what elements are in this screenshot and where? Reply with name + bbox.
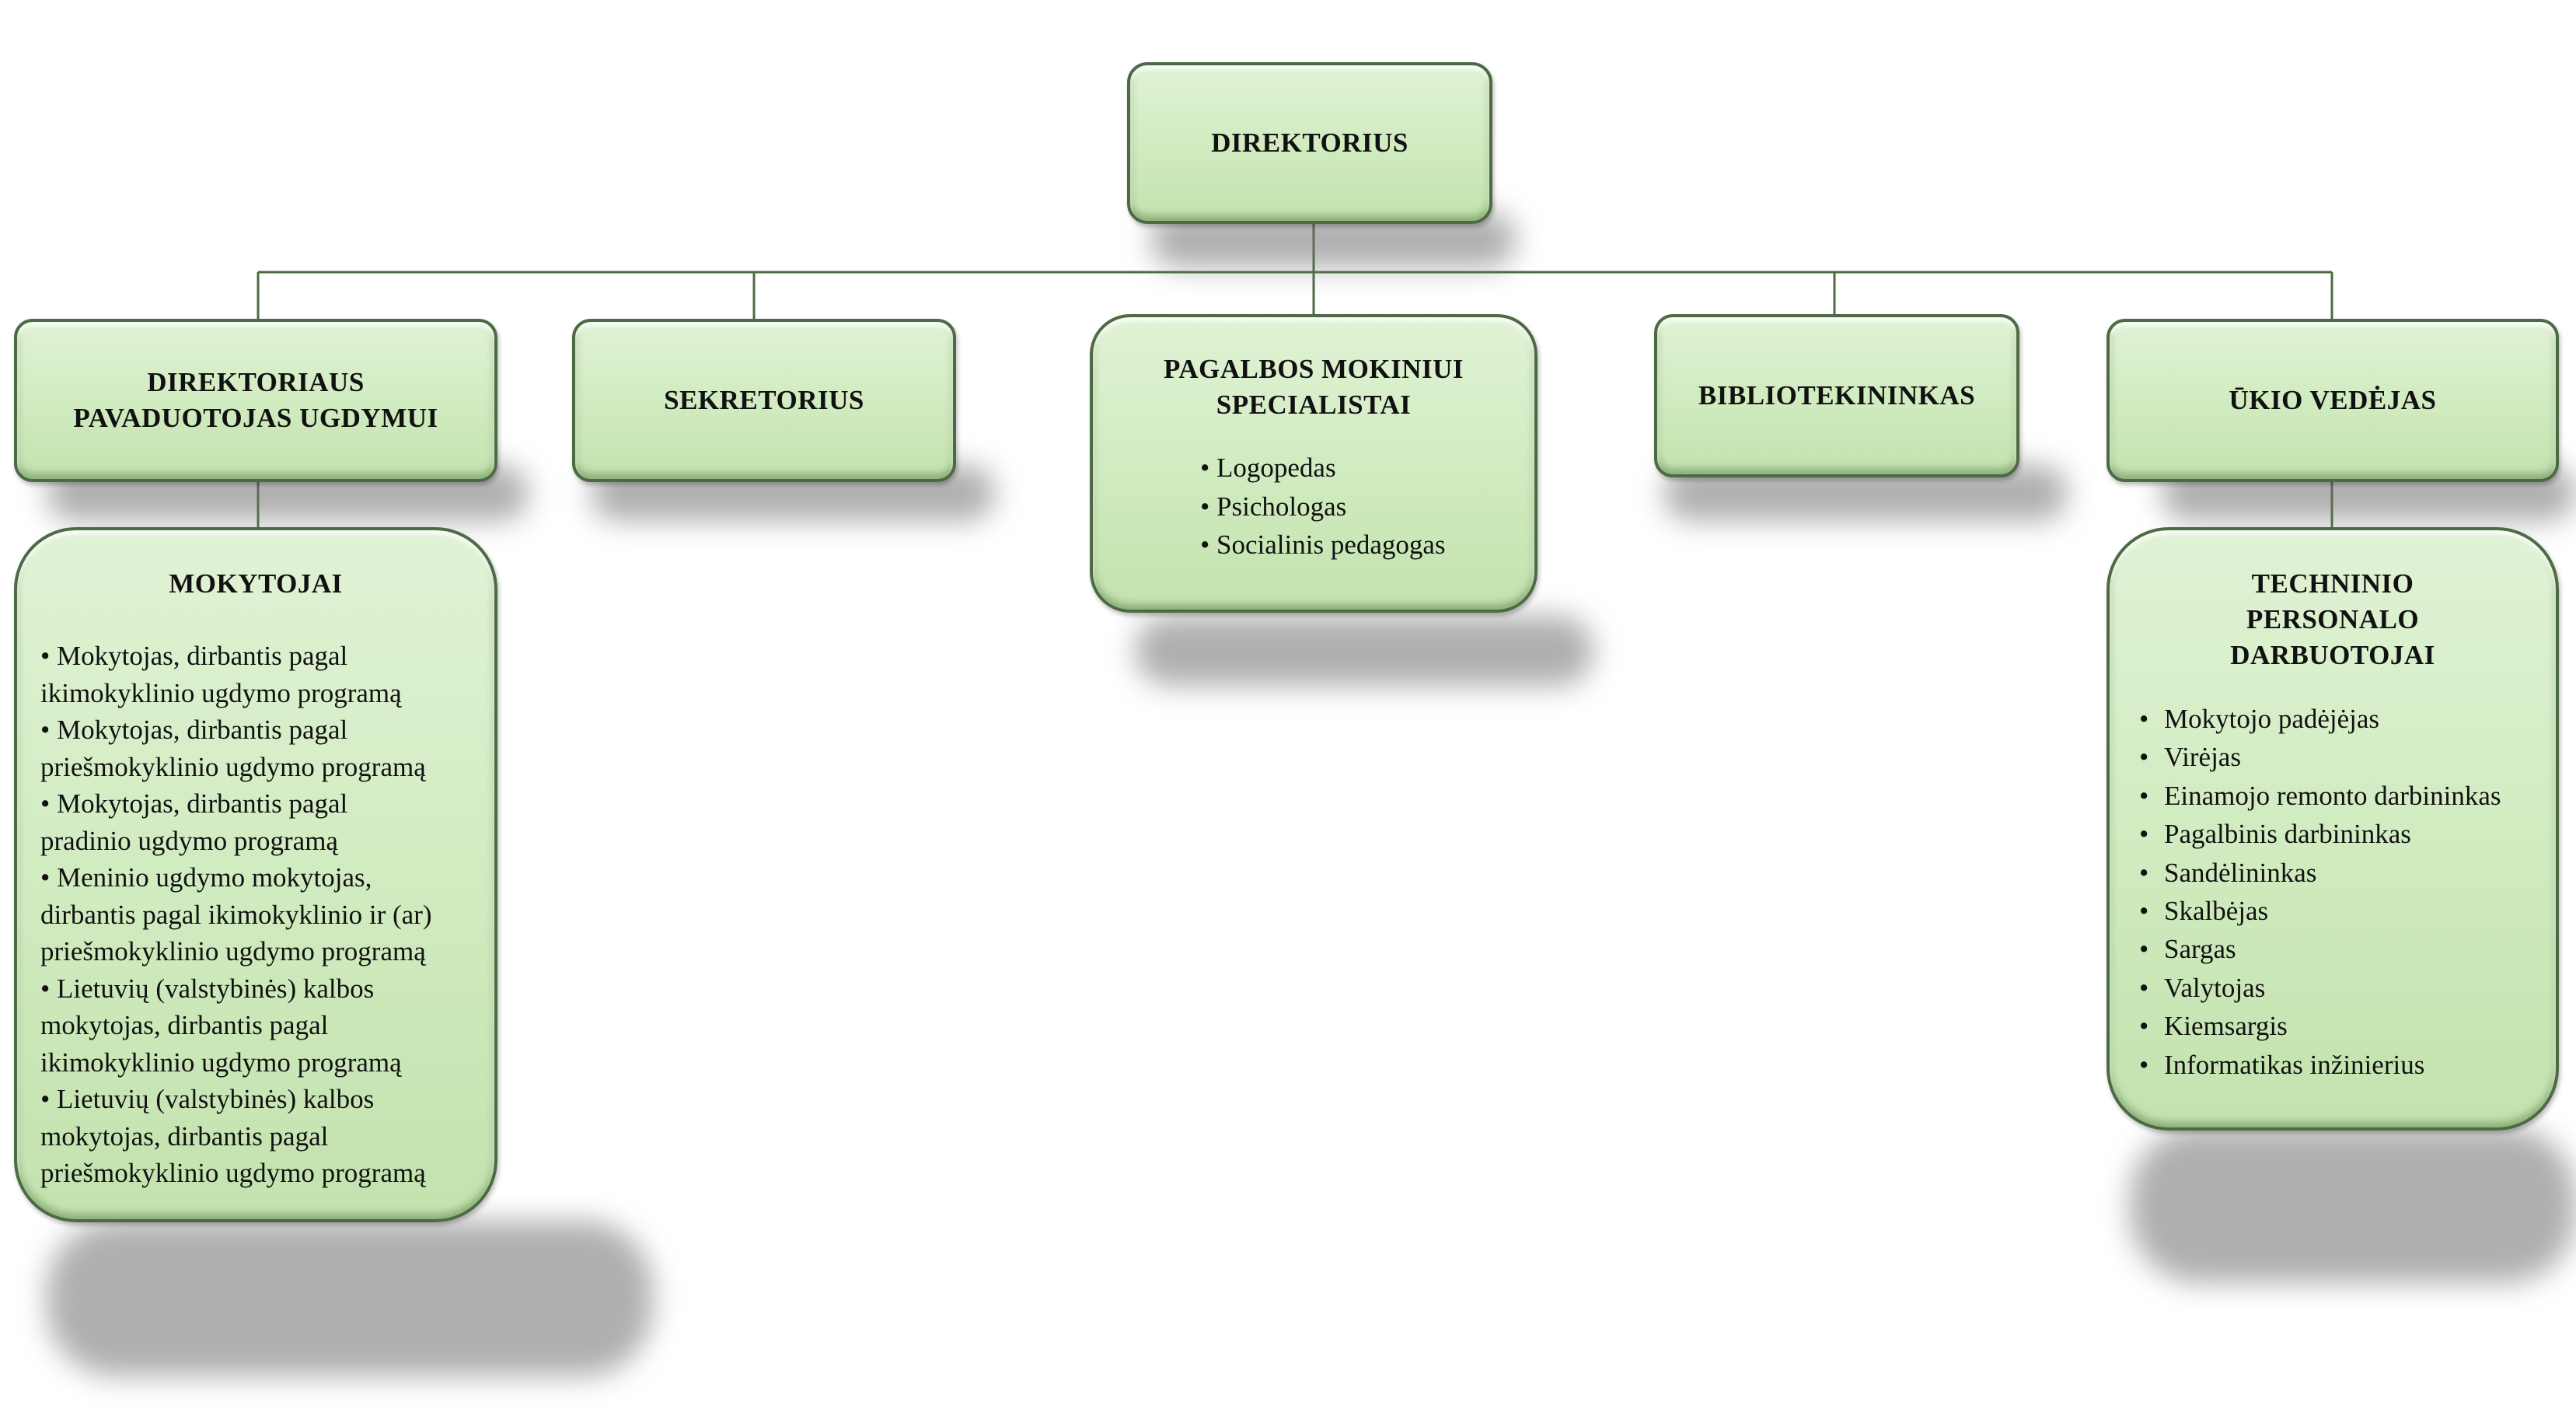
teachers-list: • Mokytojas, dirbantis pagal ikimokyklin… xyxy=(40,638,494,1192)
list-item: •Sargas xyxy=(2139,934,2236,965)
list-item: mokytojas, dirbantis pagal xyxy=(40,1010,329,1040)
list-item: • Socialinis pedagogas xyxy=(1200,530,1446,560)
list-item: dirbantis pagal ikimokyklinio ir (ar) xyxy=(40,899,432,930)
list-item: ikimokyklinio ugdymo programą xyxy=(40,1047,402,1078)
list-item: •Virėjas xyxy=(2139,742,2241,773)
technical-title-line3: DARBUOTOJAI xyxy=(2230,640,2435,670)
household-title: ŪKIO VEDĖJAS xyxy=(2229,385,2437,415)
technical-list: •Mokytojo padėjėjas •Virėjas •Einamojo r… xyxy=(2117,700,2556,1084)
list-item: •Informatikas inžinierius xyxy=(2139,1049,2425,1080)
list-item: ikimokyklinio ugdymo programą xyxy=(40,677,402,708)
librarian-box: BIBLIOTEKININKAS xyxy=(1654,314,2019,477)
list-item: •Pagalbinis darbininkas xyxy=(2139,819,2411,850)
list-item: pradinio ugdymo programą xyxy=(40,825,338,856)
support-box: PAGALBOS MOKINIUI SPECIALISTAI • Logoped… xyxy=(1090,314,1538,613)
list-item: priešmokyklinio ugdymo programą xyxy=(40,1158,426,1188)
list-item: • Mokytojas, dirbantis pagal xyxy=(40,641,348,671)
list-item: • Mokytojas, dirbantis pagal xyxy=(40,715,348,745)
list-item: •Einamojo remonto darbininkas xyxy=(2139,780,2501,811)
list-item: •Kiemsargis xyxy=(2139,1011,2288,1042)
deputy-box: DIREKTORIAUS PAVADUOTOJAS UGDYMUI xyxy=(14,319,497,482)
list-item: •Valytojas xyxy=(2139,972,2266,1003)
list-item: •Sandėlininkas xyxy=(2139,857,2317,888)
director-box: DIREKTORIUS xyxy=(1127,62,1492,224)
librarian-title: BIBLIOTEKININKAS xyxy=(1698,380,1976,411)
support-list: • Logopedas • Psichologas • Socialinis p… xyxy=(1200,449,1534,564)
support-title-line2: SPECIALISTAI xyxy=(1216,390,1412,420)
list-item: •Skalbėjas xyxy=(2139,896,2269,927)
director-title: DIREKTORIUS xyxy=(1211,128,1408,158)
technical-title-line2: PERSONALO xyxy=(2246,604,2420,634)
technical-title-line1: TECHNINIO xyxy=(2251,568,2414,599)
deputy-title-line1: DIREKTORIAUS xyxy=(147,367,365,397)
list-item: • Lietuvių (valstybinės) kalbos xyxy=(40,1084,375,1114)
secretary-title: SEKRETORIUS xyxy=(664,385,864,415)
list-item: •Mokytojo padėjėjas xyxy=(2139,704,2380,734)
list-item: priešmokyklinio ugdymo programą xyxy=(40,751,426,782)
teachers-box: MOKYTOJAI • Mokytojas, dirbantis pagal i… xyxy=(14,527,497,1222)
technical-box: TECHNINIO PERSONALO DARBUOTOJAI •Mokytoj… xyxy=(2107,527,2559,1131)
deputy-title-line2: PAVADUOTOJAS UGDYMUI xyxy=(73,403,438,433)
list-item: priešmokyklinio ugdymo programą xyxy=(40,936,426,966)
list-item: • Mokytojas, dirbantis pagal xyxy=(40,788,348,819)
secretary-box: SEKRETORIUS xyxy=(572,319,956,482)
list-item: • Lietuvių (valstybinės) kalbos xyxy=(40,973,375,1004)
list-item: mokytojas, dirbantis pagal xyxy=(40,1120,329,1152)
list-item: • Psichologas xyxy=(1200,491,1347,522)
list-item: • Logopedas xyxy=(1200,453,1336,483)
teachers-title: MOKYTOJAI xyxy=(169,568,343,599)
household-box: ŪKIO VEDĖJAS xyxy=(2107,319,2559,482)
list-item: • Meninio ugdymo mokytojas, xyxy=(40,862,372,893)
support-title-line1: PAGALBOS MOKINIUI xyxy=(1163,354,1464,384)
